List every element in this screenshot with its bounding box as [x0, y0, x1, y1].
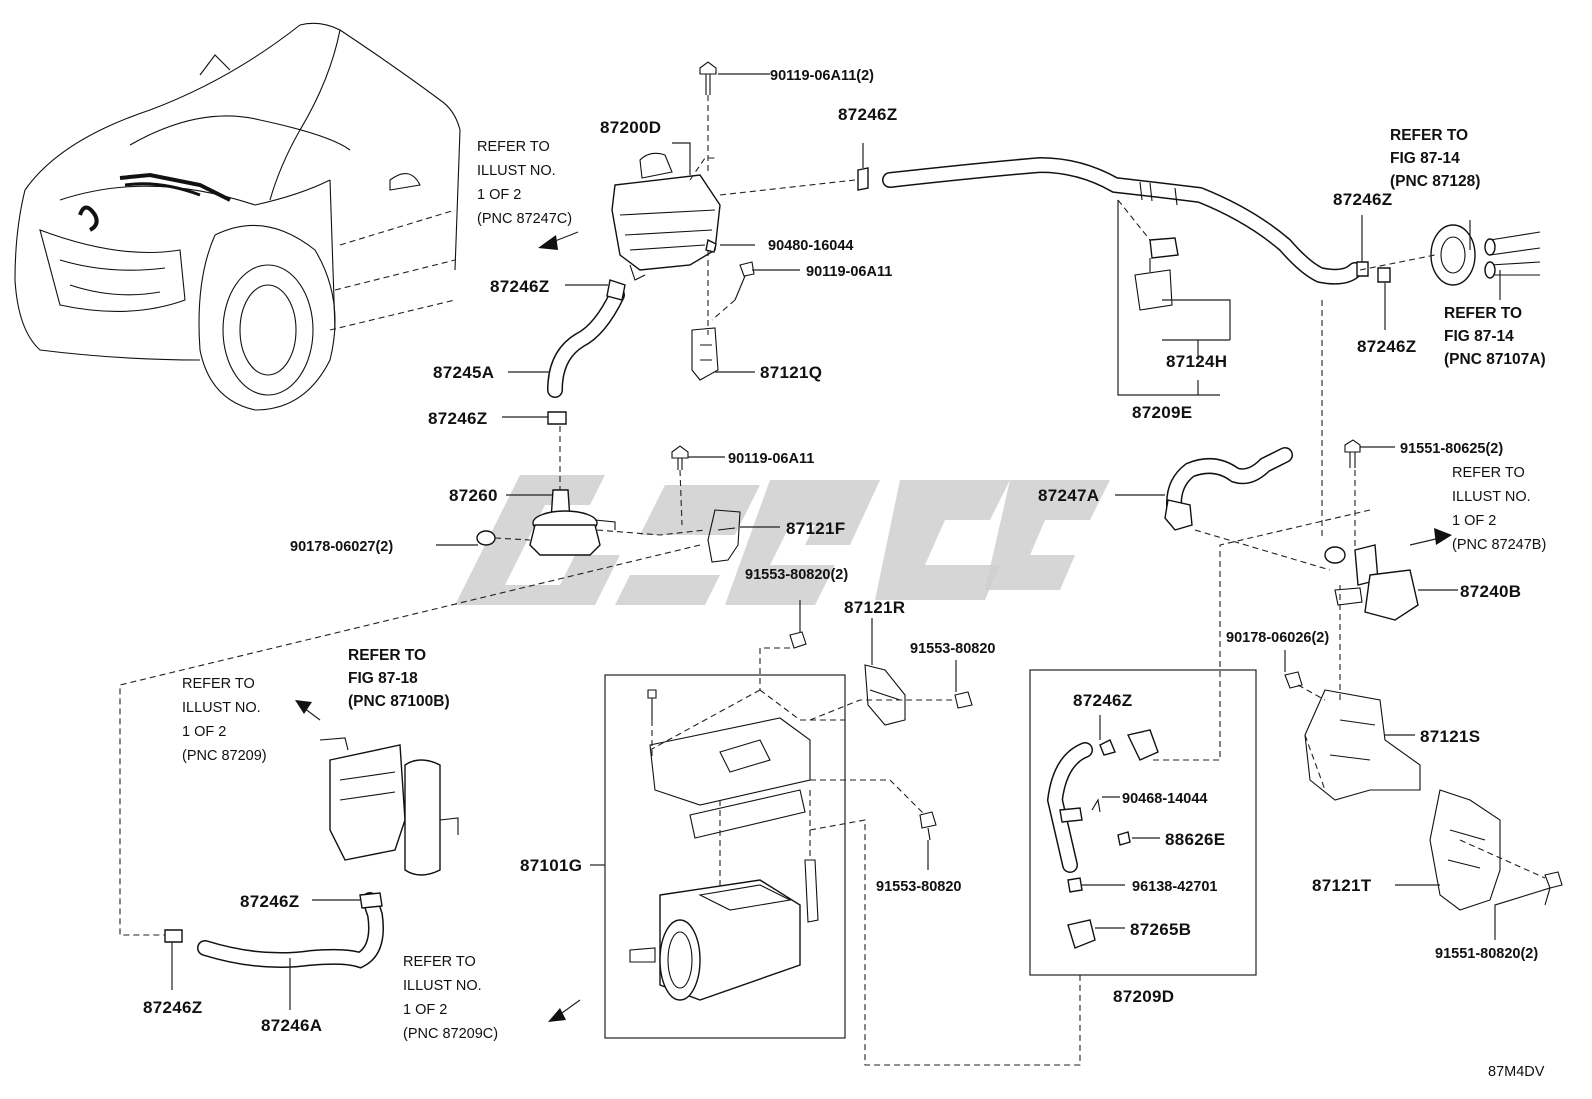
heater-assembly-frame: [604, 674, 846, 1039]
bolt-icon: [919, 811, 937, 841]
reference-note-line: ILLUST NO.: [477, 163, 556, 179]
reference-note-line: REFER TO: [1444, 305, 1522, 322]
part-label: 96138-42701: [1132, 879, 1217, 895]
reference-note-line: REFER TO: [1390, 127, 1468, 144]
part-label: 87247A: [1038, 486, 1099, 505]
reference-note-line: (PNC 87107A): [1444, 351, 1546, 368]
reference-note-line: FIG 87-14: [1444, 328, 1514, 345]
part-label: 87260: [449, 486, 498, 505]
reference-note-line: 1 OF 2: [403, 1002, 447, 1018]
part-label: 87121Q: [760, 363, 822, 382]
reference-note-line: REFER TO: [182, 676, 255, 692]
part-label: 90178-06026(2): [1226, 630, 1329, 646]
part-label: 87209D: [1113, 987, 1174, 1006]
reference-note-line: ILLUST NO.: [182, 700, 261, 716]
bracket-87121Q-drawing: [691, 238, 755, 381]
valve-87240B-drawing: [1324, 439, 1419, 621]
part-label: 87246Z: [838, 105, 897, 124]
part-label: 91551-80625(2): [1400, 441, 1503, 457]
leader-lines: [171, 73, 1551, 1010]
part-label: 87246Z: [143, 998, 202, 1017]
reference-note-line: (PNC 87100B): [348, 693, 450, 710]
vehicle-outline-illustration: [14, 22, 461, 411]
part-label: 90119-06A11(2): [770, 68, 874, 84]
part-label: 87246Z: [240, 892, 299, 911]
reference-note-line: (PNC 87247C): [477, 211, 572, 227]
reference-note-line: REFER TO: [1452, 465, 1525, 481]
part-label: 90178-06027(2): [290, 539, 393, 555]
part-label: 87246Z: [428, 409, 487, 428]
part-label: 87200D: [600, 118, 661, 137]
part-label: 91553-80820(2): [745, 567, 848, 583]
clamp-87124H-drawing: [1134, 237, 1179, 311]
reference-arrows: [295, 231, 1452, 1022]
reference-note-line: ILLUST NO.: [1452, 489, 1531, 505]
reference-note-line: REFER TO: [348, 647, 426, 664]
part-label: 87246Z: [490, 277, 549, 296]
reference-note-line: ILLUST NO.: [403, 978, 482, 994]
part-label: 87121R: [844, 598, 905, 617]
part-label: 87246A: [261, 1016, 322, 1035]
part-label: 87101G: [520, 856, 582, 875]
part-label: 91551-80820(2): [1435, 946, 1538, 962]
watermark-logo: [455, 475, 1110, 605]
hose-87247A-drawing: [1164, 447, 1293, 531]
part-label: 87121F: [786, 519, 845, 538]
reference-notes: REFER TO ILLUST NO. 1 OF 2 (PNC 87247C) …: [182, 127, 1546, 1042]
component-87100B-drawing: [319, 737, 459, 876]
part-label: 87245A: [433, 363, 494, 382]
diagram-code: 87M4DV: [1488, 1064, 1545, 1080]
part-label: 87240B: [1460, 582, 1521, 601]
part-label: 88626E: [1165, 830, 1225, 849]
reservoir-87200D-drawing: [611, 152, 721, 281]
reference-note-line: 1 OF 2: [477, 187, 521, 203]
part-label: 91553-80820: [910, 641, 995, 657]
part-label: 87209E: [1132, 403, 1192, 422]
cap-87128-drawing: [1356, 224, 1541, 286]
bracket-87121T-drawing: [1429, 789, 1563, 911]
part-label: 90119-06A11: [806, 264, 892, 280]
part-labels: 90119-06A11(2) 87200D 87246Z 90480-16044…: [143, 68, 1538, 1035]
hose-87245A-drawing: [547, 279, 626, 425]
hose-87209D-drawing: [1046, 729, 1159, 949]
part-label: 87124H: [1166, 352, 1227, 371]
part-label: 90468-14044: [1122, 791, 1207, 807]
dashed-guide-lines: [119, 95, 1546, 1066]
bracket-87121F-drawing: [671, 445, 741, 563]
part-label: 87121S: [1420, 727, 1480, 746]
part-label: 87246Z: [1073, 691, 1132, 710]
hose-87246A-drawing: [164, 892, 384, 969]
reference-note-line: FIG 87-18: [348, 670, 418, 687]
reference-note-line: (PNC 87209C): [403, 1026, 498, 1042]
bracket-87121S-drawing: [1284, 671, 1421, 801]
part-label: 87246Z: [1333, 190, 1392, 209]
reference-note-line: (PNC 87247B): [1452, 537, 1546, 553]
heater-87101G-drawing: [629, 631, 819, 1001]
reference-note-line: 1 OF 2: [1452, 513, 1496, 529]
reference-note-line: (PNC 87128): [1390, 173, 1480, 190]
bolt-icon: [699, 61, 717, 95]
assembly-87209D-frame: [1029, 669, 1257, 976]
part-label: 87121T: [1312, 876, 1372, 895]
bracket-87121R-drawing: [864, 664, 973, 726]
reference-note-line: FIG 87-14: [1390, 150, 1460, 167]
reference-note-line: REFER TO: [477, 139, 550, 155]
part-label: 90480-16044: [768, 238, 853, 254]
reference-note-line: (PNC 87209): [182, 748, 267, 764]
reference-note-line: 1 OF 2: [182, 724, 226, 740]
reference-note-line: REFER TO: [403, 954, 476, 970]
part-label: 87265B: [1130, 920, 1191, 939]
part-label: 87246Z: [1357, 337, 1416, 356]
hose-87209E-drawing: [882, 156, 1363, 285]
part-label: 90119-06A11: [728, 451, 814, 467]
part-label: 91553-80820: [876, 879, 961, 895]
clip-icon: [857, 167, 869, 191]
